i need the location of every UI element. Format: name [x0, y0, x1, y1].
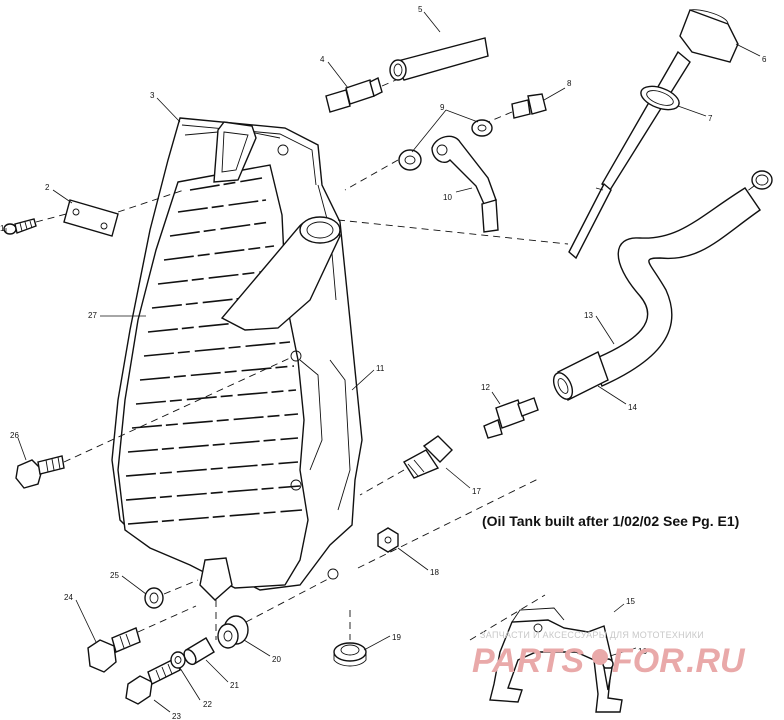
- fitting-17: [403, 435, 453, 479]
- callout-6: 6: [762, 55, 767, 64]
- dipstick-6: [568, 9, 739, 260]
- watermark-logo-middle: FOR: [612, 642, 684, 680]
- callout-25: 25: [110, 571, 119, 580]
- callout-7: 7: [708, 114, 713, 123]
- callout-1: 1: [0, 224, 5, 233]
- sleeve-14: [552, 351, 609, 401]
- hose-5: [389, 37, 489, 81]
- watermark-logo-suffix: .RU: [686, 642, 746, 680]
- callout-27: 27: [88, 311, 97, 320]
- fitting-8: [511, 93, 547, 119]
- bracket-15: [489, 607, 623, 713]
- nut-18: [377, 527, 399, 553]
- oil-tank-note: (Oil Tank built after 1/02/02 See Pg. E1…: [482, 513, 739, 529]
- callout-23: 23: [172, 712, 181, 720]
- grommet-20: [217, 615, 249, 649]
- washer-22: [170, 651, 186, 669]
- callout-12: 12: [481, 383, 490, 392]
- callout-2: 2: [45, 183, 50, 192]
- watermark-logo-dot: [592, 649, 608, 665]
- watermark-tagline: ЗАПЧАСТИ И АКСЕССУАРЫ ДЛЯ МОТОТЕХНИКИ: [480, 630, 704, 640]
- plate-2: [63, 199, 119, 237]
- callout-21: 21: [230, 681, 239, 690]
- callout-15: 15: [626, 597, 635, 606]
- callout-17: 17: [472, 487, 481, 496]
- callout-4: 4: [320, 55, 325, 64]
- callout-10: 10: [443, 193, 452, 202]
- callout-9: 9: [440, 103, 445, 112]
- bolt-24: [87, 627, 141, 673]
- grommet-19: [333, 642, 367, 667]
- leader-lines: [5, 11, 761, 713]
- callout-22: 22: [203, 700, 212, 709]
- callout-8: 8: [567, 79, 572, 88]
- callout-3: 3: [150, 91, 155, 100]
- callout-24: 24: [64, 593, 73, 602]
- callout-20: 20: [272, 655, 281, 664]
- callout-18: 18: [430, 568, 439, 577]
- washer-25: [144, 587, 164, 609]
- callout-labels: 1 2 3 4 5 6 7 8 9 10 11 12 13 14 15 16 1…: [0, 5, 767, 720]
- callout-11: 11: [376, 364, 385, 373]
- banjo-fitting-10: [431, 135, 499, 233]
- hose-13: [591, 187, 761, 387]
- spacer-21: [183, 637, 215, 666]
- callout-16: 16: [638, 647, 647, 656]
- watermark: ЗАПЧАСТИ И АКСЕССУАРЫ ДЛЯ МОТОТЕХНИКИ PA…: [472, 630, 746, 680]
- callout-13: 13: [584, 311, 593, 320]
- fitting-12: [483, 397, 539, 439]
- callout-26: 26: [10, 431, 19, 440]
- watermark-logo-prefix: PARTS: [472, 642, 584, 680]
- bolt-1: [3, 218, 37, 235]
- oil-tank: [111, 117, 363, 640]
- o-ring-7: [640, 85, 680, 111]
- callout-14: 14: [628, 403, 637, 412]
- fitting-4: [325, 76, 383, 113]
- callout-5: 5: [418, 5, 423, 14]
- clamp-ring: [751, 170, 773, 190]
- callout-19: 19: [392, 633, 401, 642]
- washers-9: [398, 119, 493, 171]
- bolt-26: [15, 455, 65, 489]
